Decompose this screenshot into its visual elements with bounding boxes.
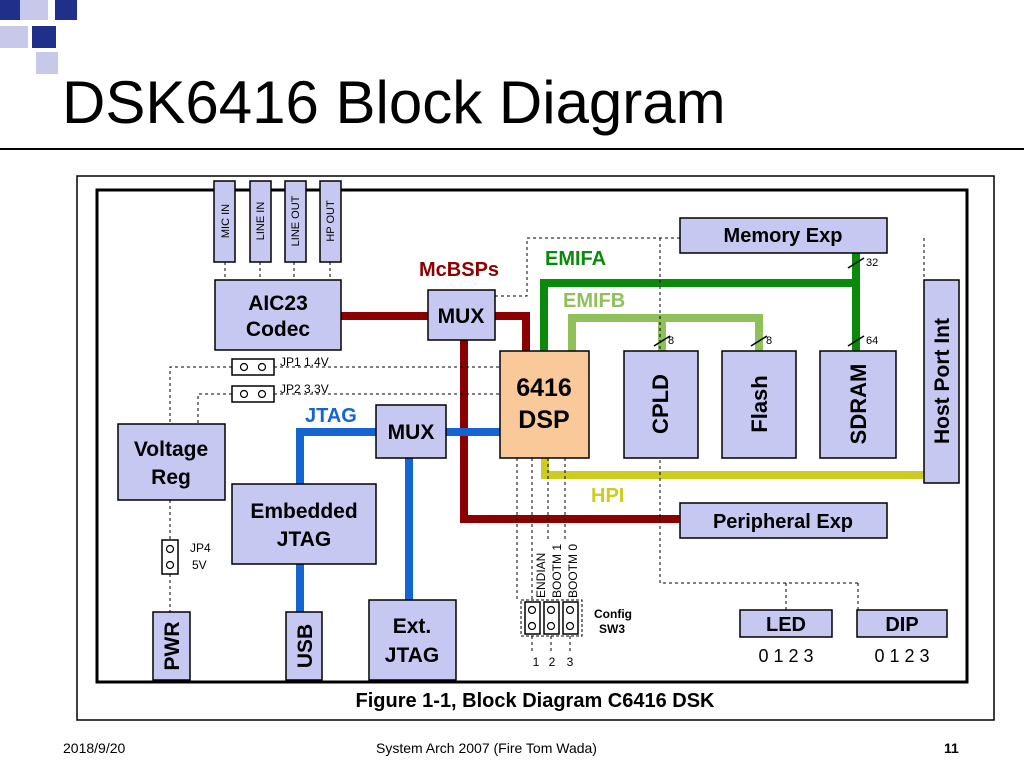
svg-text:Voltage: Voltage — [134, 438, 208, 461]
jumper-jp2-label: JP2 3.3V — [280, 382, 329, 396]
svg-text:LINE OUT: LINE OUT — [290, 195, 302, 246]
peripheral-exp-block: Peripheral Exp — [679, 502, 888, 539]
svg-text:Memory Exp: Memory Exp — [724, 225, 843, 247]
config-pin-3: 3 — [567, 655, 574, 669]
svg-text:DSP: DSP — [518, 406, 569, 434]
deco-square-lavender-2 — [0, 26, 28, 48]
config-label-bootm1: BOOTM 1 — [550, 544, 564, 598]
svg-text:6416: 6416 — [516, 374, 572, 402]
hpi-bus — [541, 458, 924, 479]
svg-text:Reg: Reg — [151, 466, 191, 489]
jumper-jp4 — [161, 539, 179, 575]
config-name: SW3 — [599, 622, 625, 636]
bus-label-jtag: JTAG — [305, 405, 357, 427]
config-label-endian: ENDIAN — [534, 553, 548, 598]
svg-text:DIP: DIP — [885, 614, 918, 636]
svg-text:HP OUT: HP OUT — [325, 200, 337, 242]
ext-jtag-block: Ext. JTAG — [368, 599, 457, 681]
svg-text:SDRAM: SDRAM — [846, 364, 871, 445]
dip-bits: 0 1 2 3 — [874, 646, 929, 666]
embedded-jtag-block: Embedded JTAG — [231, 483, 377, 565]
figure-caption: Figure 1-1, Block Diagram C6416 DSK — [355, 690, 715, 712]
svg-text:MIC IN: MIC IN — [220, 204, 232, 238]
sdram-block: SDRAM — [819, 350, 897, 459]
config-title: Config — [594, 607, 632, 621]
slide-title: DSK6416 Block Diagram — [62, 69, 726, 136]
svg-text:Codec: Codec — [246, 318, 311, 341]
cpld-block: CPLD — [623, 350, 699, 459]
svg-text:Host Port Int: Host Port Int — [931, 318, 954, 444]
bus-width-cpld: 8 — [668, 335, 674, 347]
audio-jack-line-in: LINE IN — [249, 180, 272, 263]
svg-text:LED: LED — [766, 614, 806, 636]
footer-center: System Arch 2007 (Fire Tom Wada) — [376, 740, 597, 756]
config-pin-1: 1 — [533, 655, 540, 669]
deco-square-navy-2 — [55, 0, 77, 20]
title-rule — [0, 148, 1024, 150]
led-block: LED — [739, 609, 833, 638]
deco-square-navy-1 — [0, 0, 20, 20]
svg-text:JTAG: JTAG — [385, 644, 439, 667]
board-outline — [95, 188, 969, 684]
jtag-bus — [296, 428, 500, 612]
dip-block: DIP — [856, 609, 948, 638]
jumper-jp4-value: 5V — [192, 558, 207, 572]
bus-width-flash: 8 — [766, 335, 772, 347]
bus-label-emifa: EMIFA — [545, 248, 606, 270]
dsp-block: 6416 DSP — [499, 350, 590, 459]
page-number: 11 — [944, 740, 959, 756]
audio-jack-line-out: LINE OUT — [284, 180, 307, 263]
jumper-jp1 — [231, 358, 275, 376]
bus-width-ticks — [653, 257, 865, 347]
jumper-jp2 — [231, 385, 275, 403]
audio-jack-hp-out: HP OUT — [319, 180, 342, 263]
bus-label-emifb: EMIFB — [563, 290, 625, 312]
svg-text:Ext.: Ext. — [393, 615, 432, 638]
host-port-block: Host Port Int — [923, 279, 960, 484]
bus-width-memory: 32 — [866, 257, 878, 269]
deco-square-navy-3 — [32, 26, 56, 48]
jumper-jp4-label: JP4 — [190, 541, 211, 555]
voltage-reg-block: Voltage Reg — [117, 423, 226, 501]
flash-block: Flash — [721, 350, 797, 459]
audio-jack-mic-in: MIC IN — [213, 180, 236, 263]
bus-width-sdram: 64 — [866, 335, 878, 347]
bus-label-mcbsps: McBSPs — [419, 259, 499, 281]
codec-block: AIC23 Codec — [214, 279, 342, 351]
svg-text:AIC23: AIC23 — [248, 292, 308, 315]
svg-text:Peripheral Exp: Peripheral Exp — [713, 511, 853, 533]
led-bits: 0 1 2 3 — [758, 646, 813, 666]
svg-text:MUX: MUX — [438, 305, 485, 328]
pwr-block: PWR — [152, 611, 191, 681]
jumper-jp1-label: JP1 1.4V — [280, 355, 329, 369]
svg-text:CPLD: CPLD — [648, 374, 673, 434]
svg-text:Flash: Flash — [747, 375, 772, 432]
emifa-bus — [540, 279, 860, 351]
footer-date: 2018/9/20 — [63, 740, 126, 756]
svg-text:LINE IN: LINE IN — [255, 202, 267, 241]
emifb-bus — [568, 314, 763, 351]
svg-text:Embedded: Embedded — [250, 500, 357, 523]
bus-label-hpi: HPI — [591, 485, 624, 507]
config-label-bootm0: BOOTM 0 — [566, 544, 580, 598]
config-switch — [520, 599, 583, 637]
mux-top-block: MUX — [427, 289, 496, 341]
config-pin-2: 2 — [549, 655, 556, 669]
svg-text:PWR: PWR — [161, 622, 184, 671]
svg-text:USB: USB — [294, 624, 317, 668]
mux-jtag-block: MUX — [375, 404, 447, 459]
memory-exp-block: Memory Exp — [679, 217, 888, 254]
svg-text:MUX: MUX — [388, 421, 435, 444]
svg-text:JTAG: JTAG — [277, 528, 331, 551]
deco-square-lavender-3 — [36, 52, 58, 74]
deco-square-lavender-1 — [20, 0, 48, 20]
usb-block: USB — [285, 611, 323, 681]
